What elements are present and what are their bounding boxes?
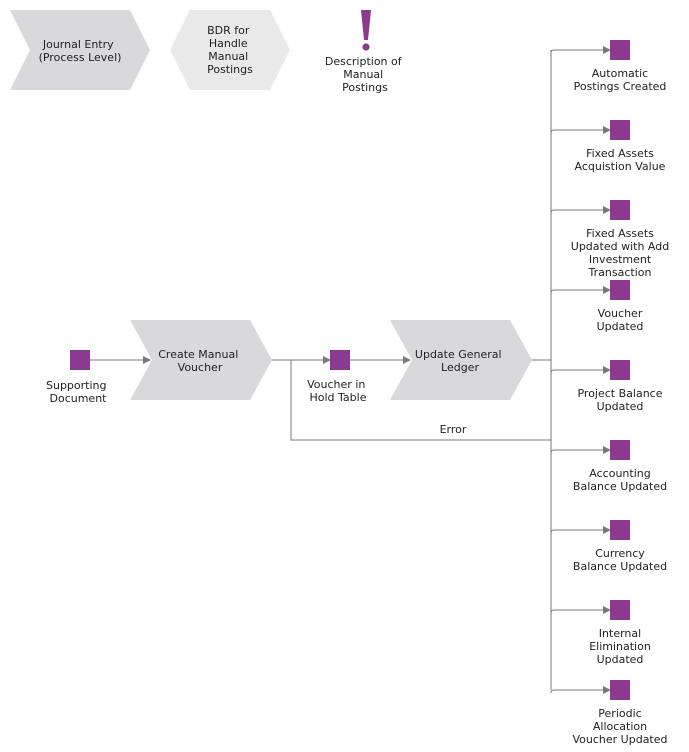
- flow-connectors: [90, 50, 552, 690]
- event-marker: [610, 120, 630, 140]
- event-marker: [610, 520, 630, 540]
- event-marker: [610, 200, 630, 220]
- output-connector: [550, 366, 611, 374]
- journal-entry-label: Journal Entry (Process Level): [39, 38, 122, 64]
- connector-error-loop: [290, 360, 551, 441]
- voucher-in-hold-table-label: Voucher in Hold Table: [307, 378, 369, 404]
- output-connector: [550, 46, 611, 54]
- journal-entry-process[interactable]: Journal Entry (Process Level): [10, 10, 150, 90]
- output-connector: [550, 606, 611, 614]
- update-general-ledger-function[interactable]: Update General Ledger: [390, 320, 532, 400]
- output-connector: [550, 286, 611, 294]
- create-manual-voucher-function[interactable]: Create Manual Voucher: [130, 320, 272, 400]
- supporting-document-label: Supporting Document: [46, 379, 110, 405]
- output-connector: [550, 206, 611, 214]
- event-marker: [610, 360, 630, 380]
- bdr-process-interface[interactable]: BDR for Handle Manual Postings: [170, 10, 290, 90]
- event-marker: [610, 440, 630, 460]
- description-note[interactable]: Description of Manual Postings: [325, 10, 405, 94]
- output-connector: [550, 446, 611, 454]
- update-general-ledger-label: Update General Ledger: [415, 348, 505, 374]
- output-connector: [550, 526, 611, 534]
- event-marker: [610, 40, 630, 60]
- error-label: Error: [440, 423, 467, 436]
- event-marker: [610, 600, 630, 620]
- exclamation-icon: [361, 10, 371, 51]
- event-marker: [610, 680, 630, 700]
- description-label: Description of Manual Postings: [325, 55, 405, 94]
- supporting-document-event[interactable]: Supporting Document: [46, 350, 110, 405]
- voucher-in-hold-table-event[interactable]: Voucher in Hold Table: [307, 350, 369, 404]
- output-connector: [550, 126, 611, 134]
- event-marker: [610, 280, 630, 300]
- bdr-label: BDR for Handle Manual Postings: [207, 24, 253, 76]
- create-manual-voucher-label: Create Manual Voucher: [158, 348, 242, 374]
- output-connector: [550, 686, 611, 694]
